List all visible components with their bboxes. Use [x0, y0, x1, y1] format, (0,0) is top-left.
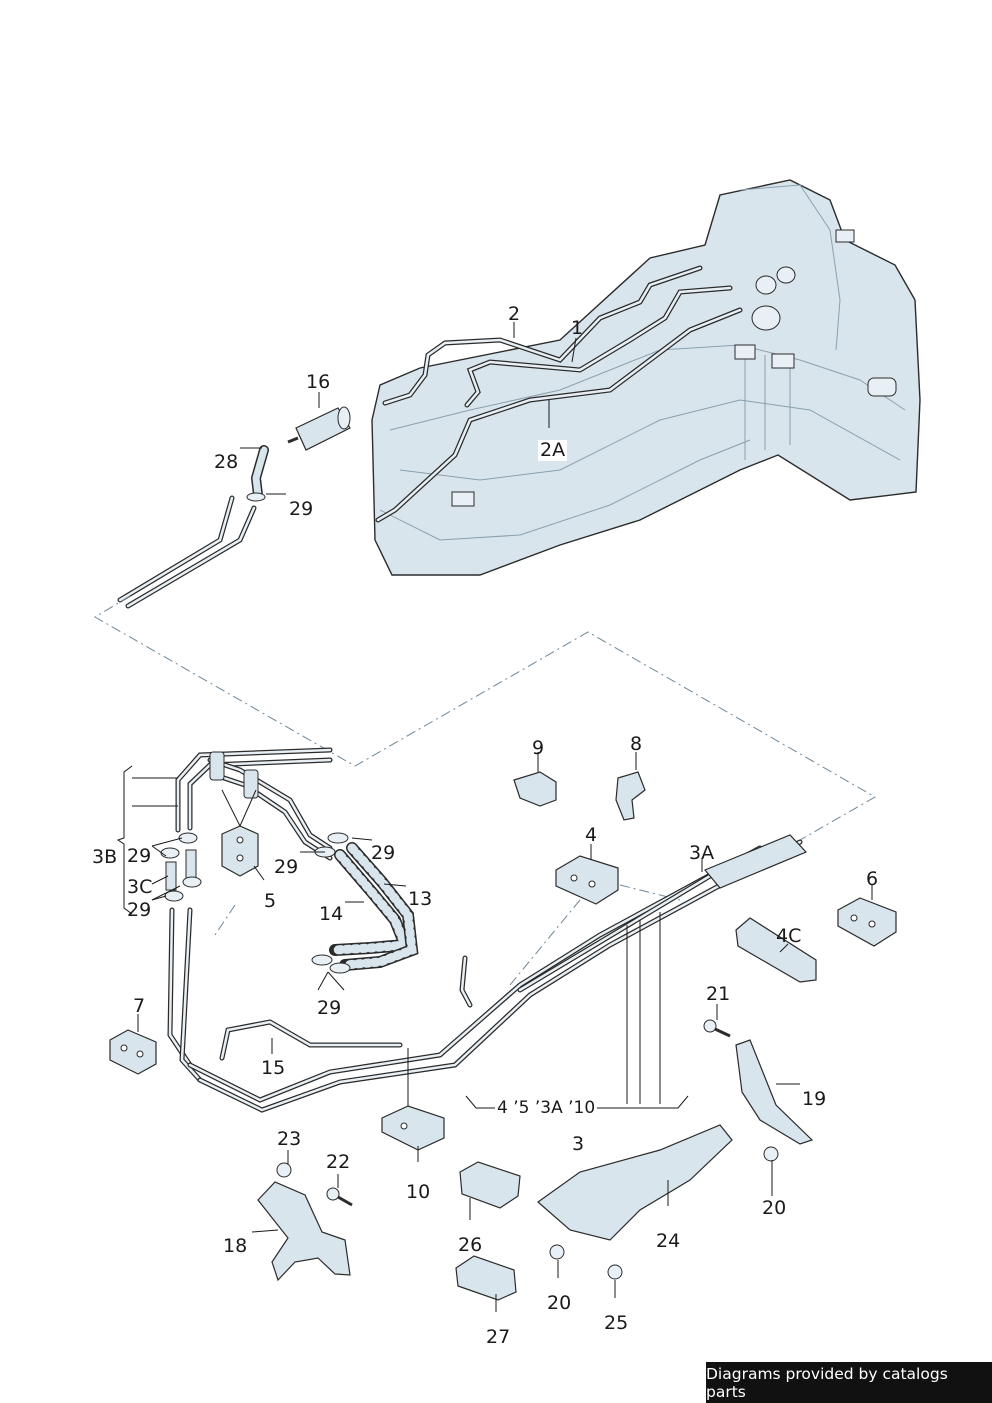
callout-3: 3 [572, 1133, 585, 1155]
hose-loop-3b [175, 747, 333, 861]
damper-27 [455, 1255, 517, 1301]
reference-lines [94, 595, 877, 986]
attribution-footer: Diagrams provided by catalogs parts [706, 1362, 992, 1403]
callout-2: 2 [508, 303, 521, 325]
cover-24 [537, 1124, 733, 1241]
callout-1: 1 [571, 317, 584, 339]
callout-3c: 3C [127, 876, 153, 898]
callout-13: 13 [408, 888, 433, 910]
fuel-tank [371, 179, 921, 576]
callout-3a: 3A [689, 842, 715, 864]
callout-29-c: 29 [274, 856, 299, 878]
callout-23: 23 [277, 1128, 302, 1150]
callout-21: 21 [706, 983, 731, 1005]
callout-20-mid: 20 [547, 1292, 572, 1314]
callout-26: 26 [458, 1234, 483, 1256]
clip-on-loop-2 [243, 769, 259, 799]
callout-3b: 3B [92, 846, 118, 868]
callout-4c: 4C [776, 925, 802, 947]
callout-15: 15 [261, 1057, 286, 1079]
callout-29-d: 29 [371, 842, 396, 864]
callout-29-top: 29 [289, 498, 314, 520]
callout-7: 7 [133, 995, 146, 1017]
bracket-18 [257, 1181, 351, 1282]
callout-29-a: 29 [127, 845, 152, 867]
underbody-lines [167, 839, 803, 1113]
holder-5 [221, 825, 259, 877]
clip-4c [735, 917, 817, 983]
callout-2a: 2A [538, 439, 568, 461]
callout-10: 10 [406, 1181, 431, 1203]
clip-on-loop [209, 751, 225, 781]
bracket-19 [735, 1039, 814, 1145]
bolt-21 [703, 1019, 731, 1038]
footer-text: Diagrams provided by catalogs parts [706, 1364, 948, 1401]
hoses-13-14 [329, 842, 419, 971]
callout-28: 28 [214, 451, 239, 473]
holder-7 [109, 1029, 157, 1075]
callout-25: 25 [604, 1312, 629, 1334]
callout-8: 8 [630, 733, 643, 755]
group-reference-label: 4 ’5 ’3A ’10 [495, 1098, 598, 1118]
callout-22: 22 [326, 1151, 351, 1173]
callout-29-e: 29 [317, 997, 342, 1019]
nuts [276, 1146, 779, 1280]
callout-6: 6 [866, 868, 879, 890]
callout-5: 5 [264, 890, 277, 912]
holder-6 [837, 897, 897, 947]
clip-8 [615, 771, 646, 821]
callout-14: 14 [319, 903, 344, 925]
callout-16: 16 [306, 371, 331, 393]
holder-10 [381, 1105, 445, 1151]
leader-lines [116, 322, 873, 1312]
callout-27: 27 [486, 1326, 511, 1348]
tank-fuel-lines [375, 265, 743, 523]
damper-26 [459, 1161, 521, 1209]
front-fuel-lines [117, 495, 257, 609]
clip-9 [513, 771, 557, 807]
callout-29-b: 29 [127, 899, 152, 921]
callout-9: 9 [532, 737, 545, 759]
callout-19: 19 [802, 1088, 827, 1110]
line-cover-3a [704, 834, 808, 889]
callout-20-right: 20 [762, 1197, 787, 1219]
callout-24: 24 [656, 1230, 681, 1252]
hose-28 [246, 445, 269, 502]
holder-4 [555, 855, 619, 905]
bolt-22 [326, 1187, 353, 1207]
callout-18: 18 [223, 1235, 248, 1257]
callout-4: 4 [585, 824, 598, 846]
fuel-filter [287, 406, 351, 451]
